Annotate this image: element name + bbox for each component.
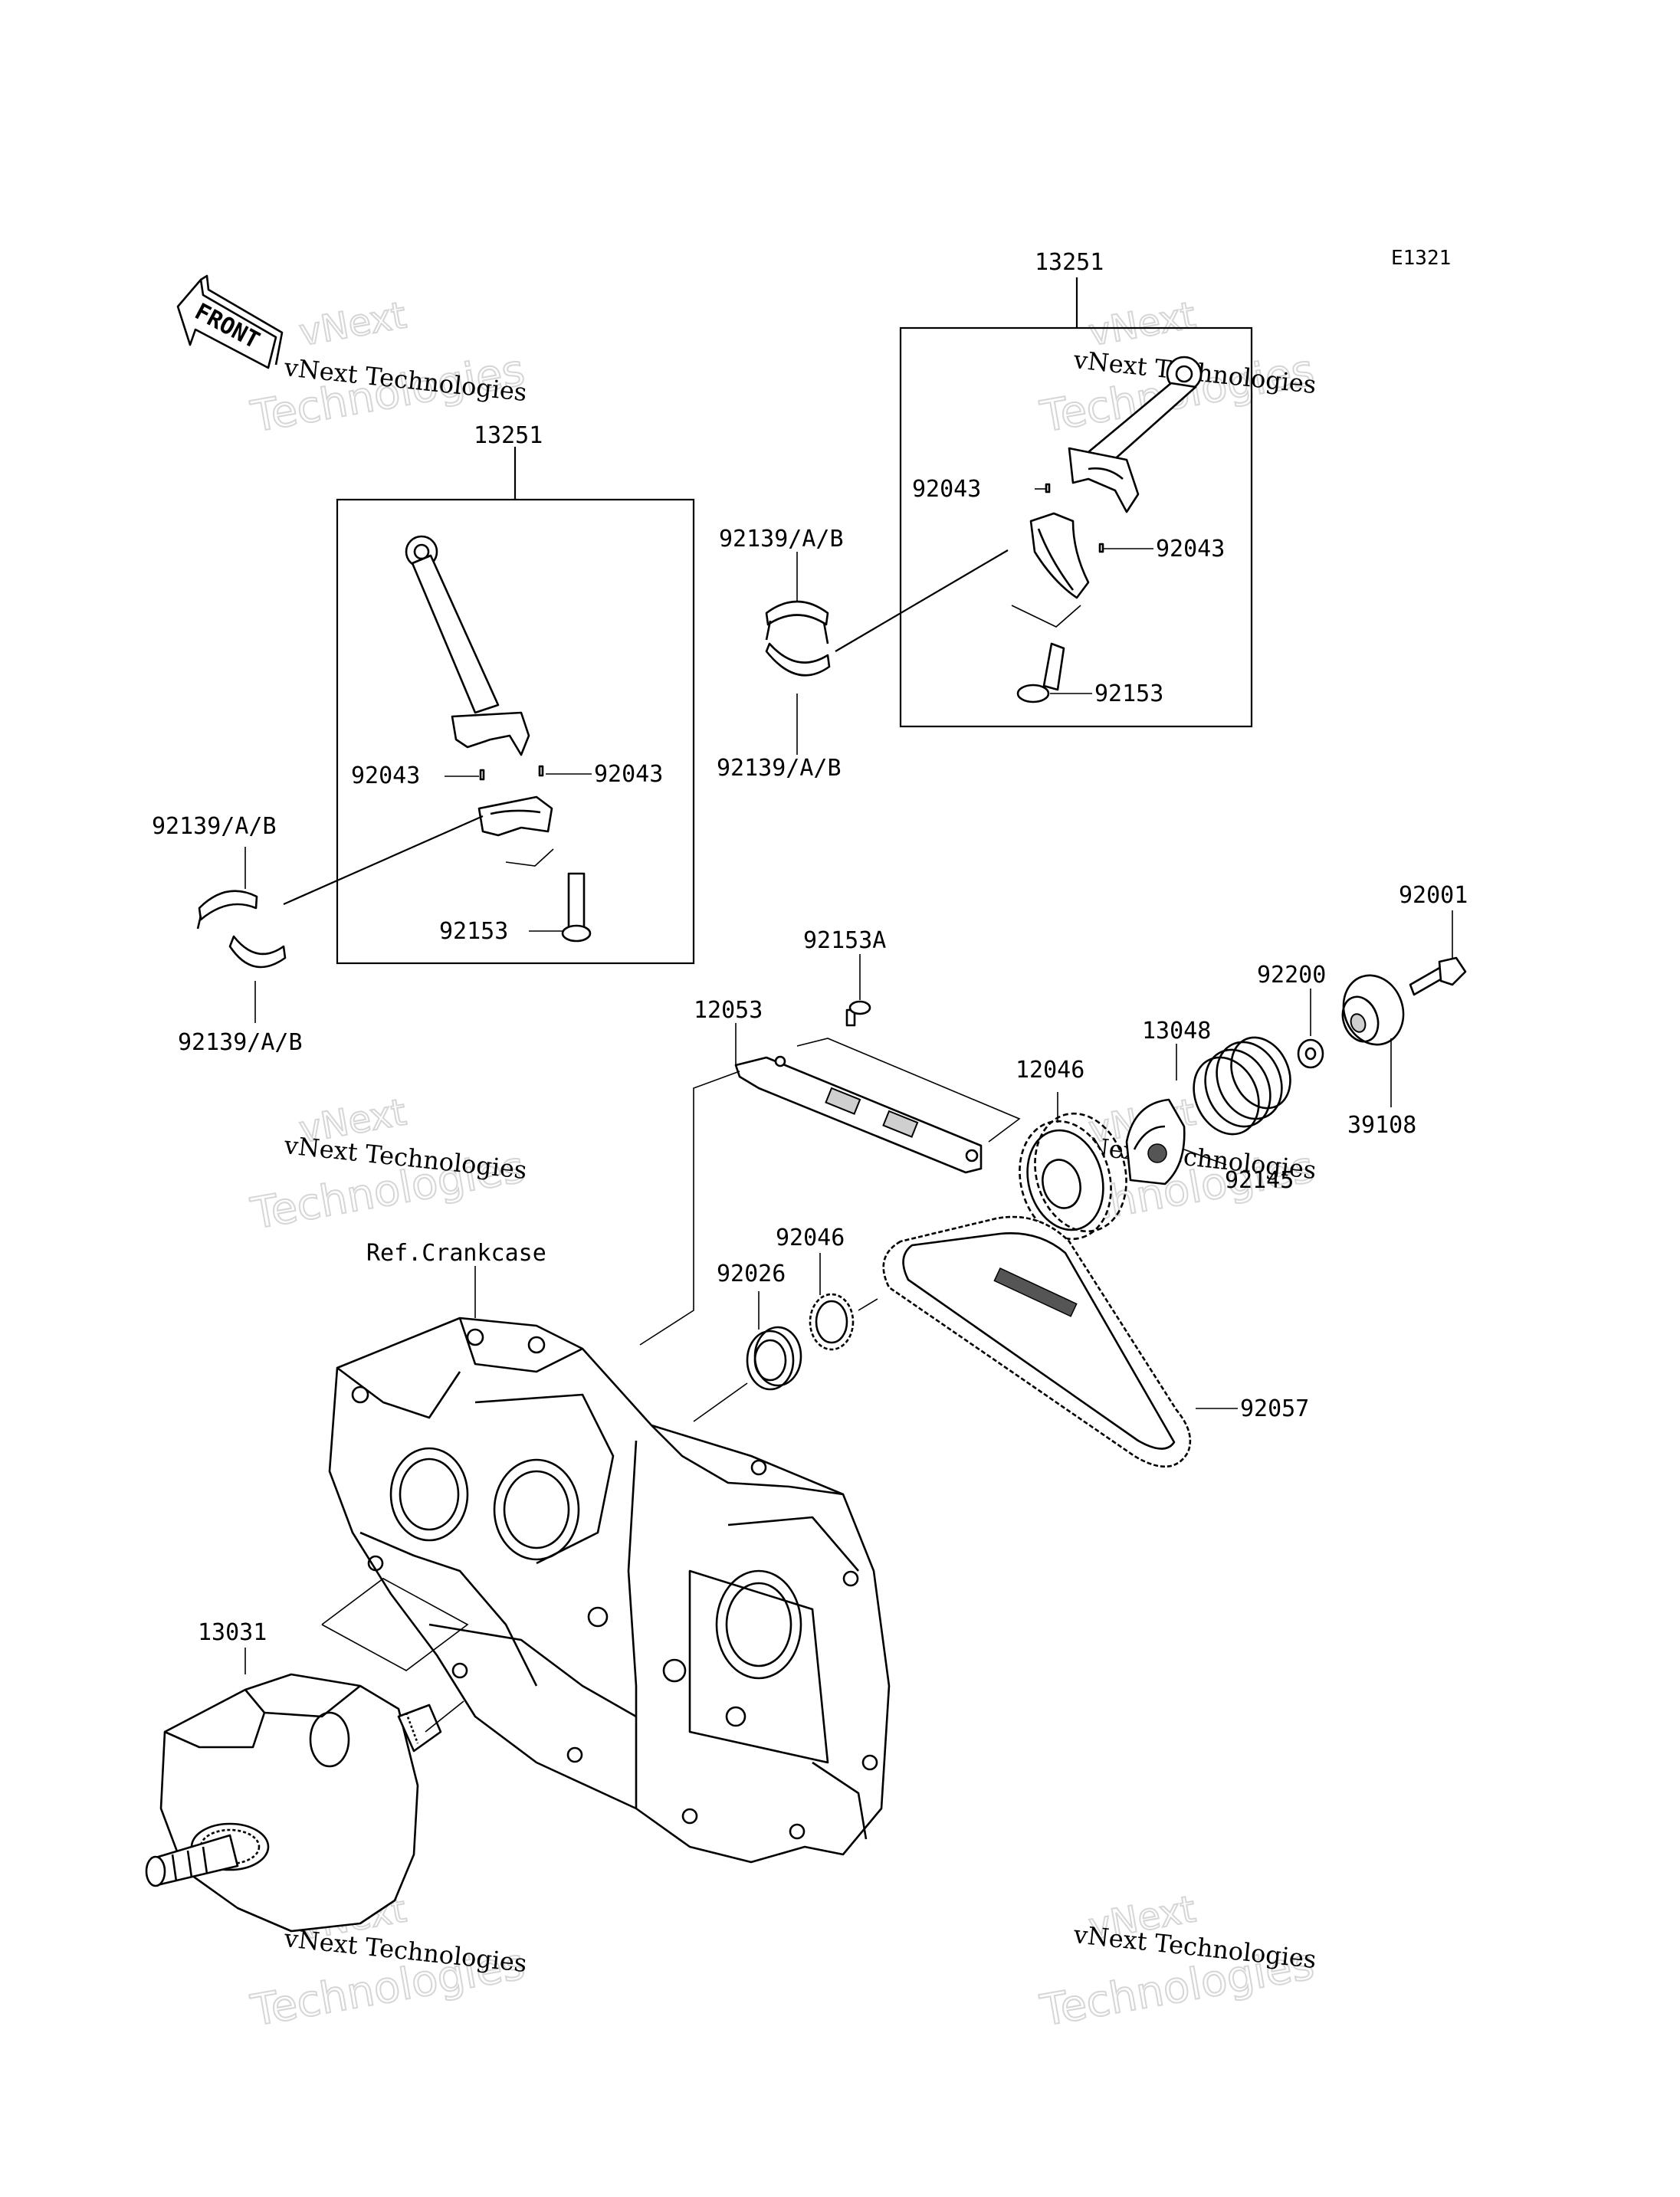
label-conrod-assy-right: 13251 (1035, 249, 1104, 276)
label-pin-r-upper-left: 92043 (912, 476, 981, 503)
watermark-top-left: vNext Technologies (247, 293, 530, 443)
conrod-cap-right-icon (1029, 512, 1090, 599)
svg-text:vNext: vNext (296, 293, 409, 355)
chain-92057-icon (882, 1215, 1192, 1468)
label-bolt-l: 92153 (439, 918, 508, 945)
crankcase-icon (328, 1317, 891, 1864)
spring-13048-icon (1193, 1036, 1291, 1136)
label-pin-l-right: 92043 (594, 761, 663, 788)
pin-l-right-icon (538, 765, 544, 777)
svg-text:vNext: vNext (1085, 293, 1199, 355)
label-ref-crankcase: Ref.Crankcase (366, 1240, 546, 1267)
crankshaft-13031-icon (145, 1673, 442, 1933)
bolt-r-icon (1016, 642, 1065, 703)
bearing-r-upper-icon (765, 600, 829, 644)
bearing-l-upper-icon (196, 890, 258, 930)
label-washer-92046: 92046 (776, 1225, 845, 1251)
label-tensioner-92145: 92145 (1225, 1167, 1294, 1194)
bearing-l-lower-icon (228, 935, 287, 969)
bolt-l-icon (561, 872, 592, 943)
seal-92026-icon (746, 1326, 802, 1391)
label-cover-39108: 39108 (1347, 1112, 1416, 1139)
label-bolt-r: 92153 (1094, 680, 1163, 707)
front-arrow-icon: FRONT (176, 274, 284, 369)
label-crankshaft-13031: 13031 (198, 1619, 267, 1646)
conrod-cap-left-icon (477, 795, 553, 837)
bolt-92153a-icon (845, 1000, 871, 1027)
conrod-left-icon (405, 535, 530, 756)
label-bearing-l-upper: 92139/A/B (152, 813, 277, 840)
label-bolt-92001: 92001 (1399, 882, 1468, 909)
washer-92046-icon (809, 1293, 855, 1351)
conrod-assembly-right-group: 13251 92043 92043 92153 (899, 249, 1253, 728)
cover-39108-icon (1341, 974, 1405, 1046)
label-seal-92026: 92026 (717, 1261, 786, 1287)
conrod-right-icon (1068, 356, 1203, 513)
label-bolt-92153a: 92153A (803, 927, 886, 954)
label-guide-12053: 12053 (694, 997, 763, 1024)
sprocket-12046-icon (1019, 1112, 1127, 1241)
label-bearing-l-lower: 92139/A/B (178, 1029, 303, 1056)
label-pin-l-left: 92043 (351, 762, 420, 789)
label-bearing-r-lower: 92139/A/B (717, 755, 842, 782)
tensioner-92145-icon (1125, 1098, 1186, 1185)
label-sprocket-12046: 12046 (1016, 1057, 1084, 1084)
label-washer-92200: 92200 (1257, 962, 1326, 989)
bolt-92001-icon (1409, 956, 1467, 996)
pin-r-upper-left-icon (1045, 483, 1051, 494)
guide-12053-icon (734, 1055, 983, 1174)
pin-r-lower-right-icon (1098, 543, 1104, 553)
washer-92200-icon (1297, 1038, 1324, 1069)
diagram-code: E1321 (1391, 247, 1451, 270)
bearing-r-lower-icon (765, 642, 831, 677)
label-chain-92057: 92057 (1240, 1395, 1309, 1422)
label-bearing-r-upper: 92139/A/B (719, 526, 844, 553)
label-spring-13048: 13048 (1142, 1018, 1211, 1044)
label-conrod-assy-left: 13251 (474, 422, 543, 449)
pin-l-left-icon (479, 769, 485, 781)
label-pin-r-lower-right: 92043 (1156, 536, 1225, 562)
conrod-assembly-left-group: 13251 92043 92043 92153 (336, 422, 695, 965)
